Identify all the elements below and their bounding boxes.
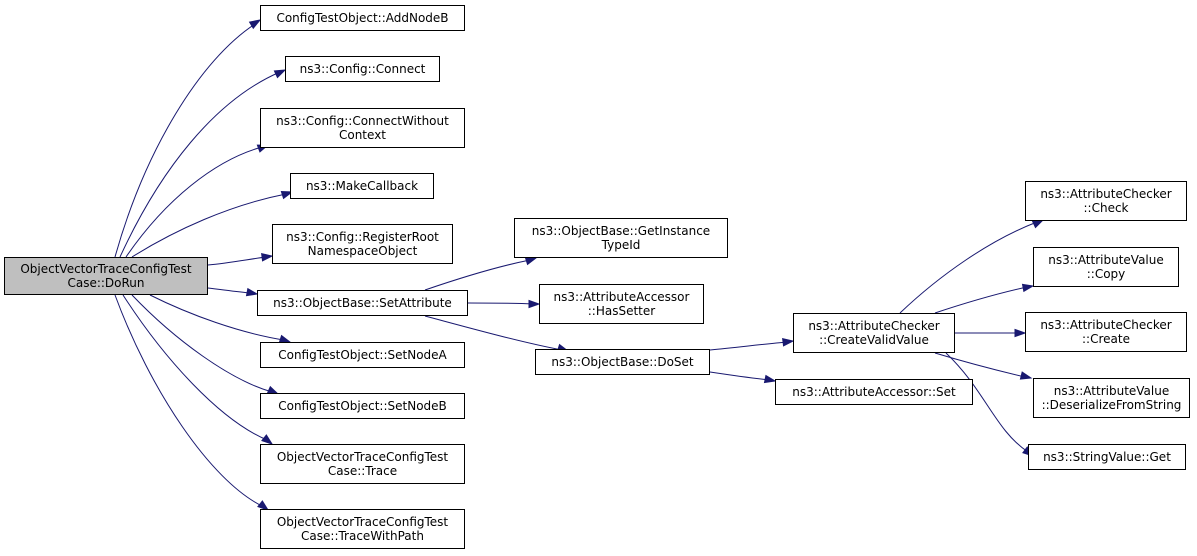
node-label: ns3::MakeCallback	[305, 179, 419, 193]
edge-dorun-to-addnodeb	[114, 23, 256, 258]
edge-setattribute-to-doset	[424, 315, 563, 351]
edge-dorun-to-makecallback	[131, 193, 287, 258]
node-label: ns3::Config::RegisterRoot NamespaceObjec…	[286, 230, 439, 258]
arrowhead-dorun-to-addnodeb	[248, 19, 262, 30]
node-label: ns3::AttributeChecker ::Check	[1040, 187, 1172, 215]
arrowhead-dorun-to-trace	[261, 434, 274, 445]
edge-setattribute-to-getinstancetypeid	[424, 259, 531, 291]
node-dorun: ObjectVectorTraceConfigTest Case::DoRun	[4, 257, 208, 295]
edge-dorun-to-connectwithout	[125, 146, 263, 258]
node-getinstancetypeid[interactable]: ns3::ObjectBase::GetInstance TypeId	[514, 218, 728, 258]
node-setattribute[interactable]: ns3::ObjectBase::SetAttribute	[257, 290, 468, 316]
node-check[interactable]: ns3::AttributeChecker ::Check	[1025, 181, 1187, 221]
node-label: ns3::AttributeChecker ::Create	[1040, 318, 1172, 346]
arrowhead-dorun-to-tracewithpath	[257, 500, 270, 511]
edge-createvalidvalue-to-check	[899, 221, 1038, 314]
node-accessorset[interactable]: ns3::AttributeAccessor::Set	[775, 379, 973, 405]
edge-dorun-to-registerroot	[207, 256, 267, 266]
node-label: ConfigTestObject::SetNodeA	[278, 348, 447, 362]
node-registerroot[interactable]: ns3::Config::RegisterRoot NamespaceObjec…	[272, 224, 453, 264]
node-stringget[interactable]: ns3::StringValue::Get	[1028, 444, 1186, 470]
node-label: ConfigTestObject::AddNodeB	[276, 11, 449, 25]
node-label: ns3::AttributeAccessor::Set	[792, 385, 956, 399]
edge-createvalidvalue-to-copy	[934, 286, 1028, 314]
node-trace[interactable]: ObjectVectorTraceConfigTest Case::Trace	[260, 444, 465, 484]
edge-dorun-to-tracewithpath	[114, 294, 263, 507]
edge-dorun-to-setnodea	[149, 294, 285, 341]
node-label: ns3::AttributeAccessor ::HasSetter	[553, 290, 690, 318]
arrowhead-dorun-to-registerroot	[261, 253, 274, 262]
edge-dorun-to-trace	[122, 294, 268, 441]
node-connectwithout[interactable]: ns3::Config::ConnectWithout Context	[260, 108, 465, 148]
arrowhead-createvalidvalue-to-create	[1014, 328, 1027, 338]
edge-dorun-to-connect	[119, 71, 281, 258]
arrowhead-doset-to-accessorset	[763, 374, 777, 384]
edge-doset-to-accessorset	[709, 371, 771, 381]
node-label: ns3::AttributeValue ::DeserializeFromStr…	[1041, 384, 1182, 412]
node-doset[interactable]: ns3::ObjectBase::DoSet	[535, 349, 710, 375]
node-addnodeb[interactable]: ConfigTestObject::AddNodeB	[260, 5, 465, 31]
node-deserialize[interactable]: ns3::AttributeValue ::DeserializeFromStr…	[1033, 378, 1190, 418]
node-hassetter[interactable]: ns3::AttributeAccessor ::HasSetter	[539, 284, 704, 324]
edge-dorun-to-setattribute	[207, 287, 252, 294]
node-createvalidvalue[interactable]: ns3::AttributeChecker ::CreateValidValue	[793, 313, 955, 353]
edge-createvalidvalue-to-deserialize	[934, 352, 1026, 378]
arrowhead-createvalidvalue-to-check	[1031, 219, 1045, 229]
node-copy[interactable]: ns3::AttributeValue ::Copy	[1033, 247, 1179, 287]
node-label: ns3::ObjectBase::DoSet	[551, 355, 694, 369]
arrowhead-dorun-to-makecallback	[280, 191, 294, 200]
node-label: ns3::ObjectBase::GetInstance TypeId	[531, 224, 711, 252]
node-label: ns3::AttributeValue ::Copy	[1048, 253, 1164, 281]
arrowhead-dorun-to-setattribute	[245, 287, 259, 297]
node-label: ObjectVectorTraceConfigTest Case::DoRun	[20, 262, 192, 290]
edge-dorun-to-setnodeb	[131, 294, 273, 393]
edge-createvalidvalue-to-stringget	[945, 352, 1029, 453]
arrowhead-dorun-to-connect	[273, 69, 287, 79]
node-setnodea[interactable]: ConfigTestObject::SetNodeA	[260, 342, 465, 368]
edge-doset-to-createvalidvalue	[709, 341, 788, 351]
node-label: ns3::Config::ConnectWithout Context	[276, 114, 449, 142]
node-create[interactable]: ns3::AttributeChecker ::Create	[1025, 312, 1187, 352]
node-tracewithpath[interactable]: ObjectVectorTraceConfigTest Case::TraceW…	[260, 509, 465, 549]
arrowhead-setattribute-to-getinstancetypeid	[524, 257, 538, 266]
arrowhead-createvalidvalue-to-copy	[1021, 283, 1035, 293]
node-label: ns3::Config::Connect	[299, 62, 426, 76]
node-label: ObjectVectorTraceConfigTest Case::TraceW…	[276, 515, 449, 543]
node-label: ns3::AttributeChecker ::CreateValidValue	[808, 319, 940, 347]
node-makecallback[interactable]: ns3::MakeCallback	[290, 173, 434, 199]
edge-setattribute-to-hassetter	[467, 302, 534, 305]
node-label: ns3::StringValue::Get	[1043, 450, 1171, 464]
node-label: ns3::ObjectBase::SetAttribute	[273, 296, 452, 310]
arrowhead-createvalidvalue-to-deserialize	[1019, 371, 1033, 380]
arrowhead-doset-to-createvalidvalue	[782, 338, 795, 347]
node-connect[interactable]: ns3::Config::Connect	[285, 56, 440, 82]
arrowhead-setattribute-to-hassetter	[528, 299, 541, 309]
node-label: ConfigTestObject::SetNodeB	[278, 399, 447, 413]
node-setnodeb[interactable]: ConfigTestObject::SetNodeB	[260, 393, 465, 419]
node-label: ObjectVectorTraceConfigTest Case::Trace	[276, 450, 449, 478]
